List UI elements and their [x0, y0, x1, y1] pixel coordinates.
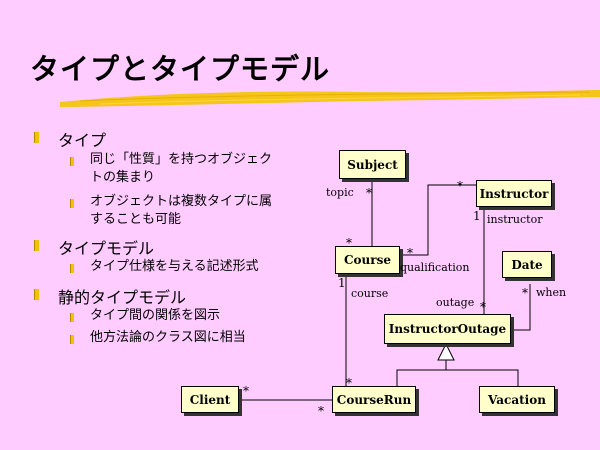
mult-instructor-star: *: [457, 179, 463, 193]
mult-courserun-client-star: *: [318, 404, 324, 418]
mult-course-star: *: [346, 236, 352, 250]
sub-bullet-line: タイプ仕様を与える記述形式: [90, 259, 259, 274]
sub-bullet-line: 他方法論のクラス図に相当: [90, 330, 246, 345]
mult-course-one: 1: [338, 276, 346, 290]
sub-bullet-marker: [70, 157, 74, 166]
mult-instructor-one: 1: [473, 209, 481, 223]
role-course: course: [351, 287, 389, 300]
sub-bullet-marker: [70, 335, 74, 344]
class-instructor: Instructor: [476, 180, 552, 207]
sub-bullet-line: トの集まり: [90, 170, 156, 185]
class-vacation: Vacation: [479, 386, 555, 413]
bullet-type-model: タイプモデル: [58, 239, 155, 258]
sub-bullet-line: オブジェクトは複数タイプに属: [90, 194, 273, 209]
class-date: Date: [502, 251, 552, 278]
sub-bullet-marker: [70, 199, 74, 208]
class-course: Course: [335, 246, 400, 274]
role-qualification: qualification: [400, 261, 470, 274]
role-outage: outage: [436, 296, 475, 309]
sub-bullet-marker: [70, 264, 74, 273]
mult-courserun-star: *: [346, 376, 352, 390]
sub-bullet-line: 同じ「性質」を持つオブジェク: [90, 152, 273, 167]
class-subject: Subject: [339, 150, 406, 179]
bullet-static-type-model: 静的タイプモデル: [58, 288, 187, 307]
role-when: when: [536, 286, 567, 299]
mult-topic-star: *: [366, 186, 372, 200]
role-topic: topic: [326, 186, 354, 199]
bullet-marker: [34, 289, 39, 300]
assoc-date-outage: [511, 284, 531, 331]
class-client: Client: [181, 386, 239, 413]
generalization-triangle: [437, 342, 455, 361]
bullet-marker: [34, 240, 39, 251]
sub-bullet-marker: [70, 313, 74, 322]
class-course-run: CourseRun: [332, 386, 416, 413]
assoc-instructor-course: [395, 184, 476, 256]
class-instructor-outage: InstructorOutage: [384, 314, 511, 344]
generalization-branches: [396, 369, 519, 387]
slide-title: タイプとタイプモデル: [30, 52, 331, 86]
bullet-type: タイプ: [58, 131, 107, 150]
mult-qualification-star: *: [407, 246, 413, 260]
mult-client-star: *: [243, 384, 249, 398]
sub-bullet-line: タイプ間の関係を図示: [90, 308, 221, 323]
role-instructor: instructor: [487, 213, 543, 226]
title-brush-stroke: [60, 90, 600, 107]
sub-bullet-line: することも可能: [90, 212, 182, 227]
mult-outage-star: *: [480, 300, 486, 314]
bullet-marker: [34, 132, 39, 143]
mult-when-star: *: [522, 286, 528, 300]
